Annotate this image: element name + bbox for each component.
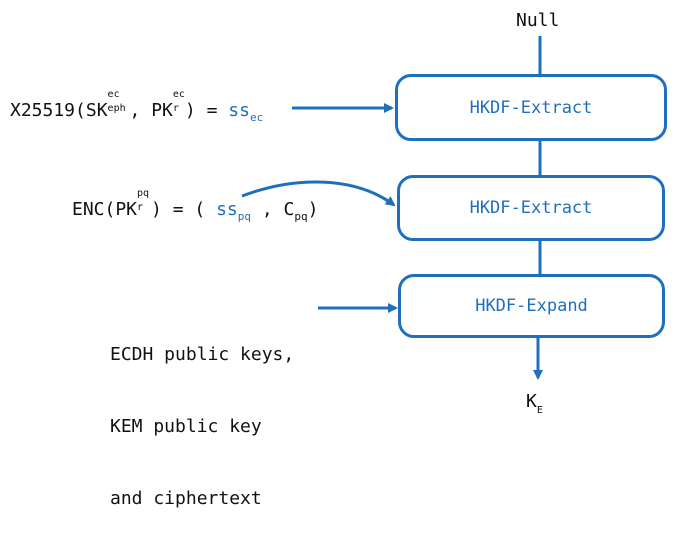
pk-superscript: ec <box>172 89 185 100</box>
hkdf-extract-label-1: HKDF-Extract <box>469 97 593 118</box>
sk-scripts: ec eph <box>107 90 130 116</box>
expand-inputs-text: ECDH public keys, KEM public key and cip… <box>110 295 294 559</box>
pk-prefix: , PK <box>129 100 173 121</box>
output-key-subscript: E <box>536 405 543 416</box>
ss-ec-subscript: ec <box>249 111 264 124</box>
ss-pq-symbol: ss <box>216 199 238 220</box>
pk-subscript: r <box>172 103 179 114</box>
null-input-label: Null <box>516 10 560 31</box>
ciphertext-subscript: pq <box>294 210 308 223</box>
enc-pk-superscript: pq <box>137 188 150 199</box>
hkdf-expand-label: HKDF-Expand <box>475 296 588 316</box>
hkdf-extract-box-2: HKDF-Extract <box>397 175 665 241</box>
enc-close: ) <box>307 199 319 220</box>
hkdf-expand-box: HKDF-Expand <box>398 274 665 338</box>
enc-pk-subscript: r <box>137 202 144 213</box>
pk-scripts: ec r <box>172 90 185 116</box>
x25519-prefix: X25519(SK <box>10 100 108 121</box>
hkdf-extract-label-2: HKDF-Extract <box>469 198 593 218</box>
connector-layer <box>241 36 543 380</box>
key-schedule-diagram: Null HKDF-Extract HKDF-Extract HKDF-Expa… <box>10 10 667 509</box>
ss-pq-subscript: pq <box>237 210 251 223</box>
output-key-label: KE <box>526 391 543 416</box>
sk-subscript: eph <box>107 103 126 114</box>
output-key-base: K <box>526 391 537 412</box>
ss-ec-symbol: ss <box>228 100 250 121</box>
sk-superscript: ec <box>107 89 120 100</box>
enc-prefix: ENC(PK <box>72 199 138 220</box>
enc-rhs-prefix: ) = ( <box>151 199 206 220</box>
expand-input-line-1: ECDH public keys, <box>110 344 295 365</box>
ss-pq-arrow <box>241 180 396 207</box>
expand-input-line-2: KEM public key <box>110 416 262 437</box>
ciphertext-prefix: , C <box>261 199 295 220</box>
enc-pk-scripts: pq r <box>137 189 151 215</box>
hkdf-extract-box-1: HKDF-Extract <box>395 74 667 141</box>
x25519-rhs-prefix: ) = <box>184 100 229 121</box>
expand-input-line-3: and ciphertext <box>110 488 262 509</box>
